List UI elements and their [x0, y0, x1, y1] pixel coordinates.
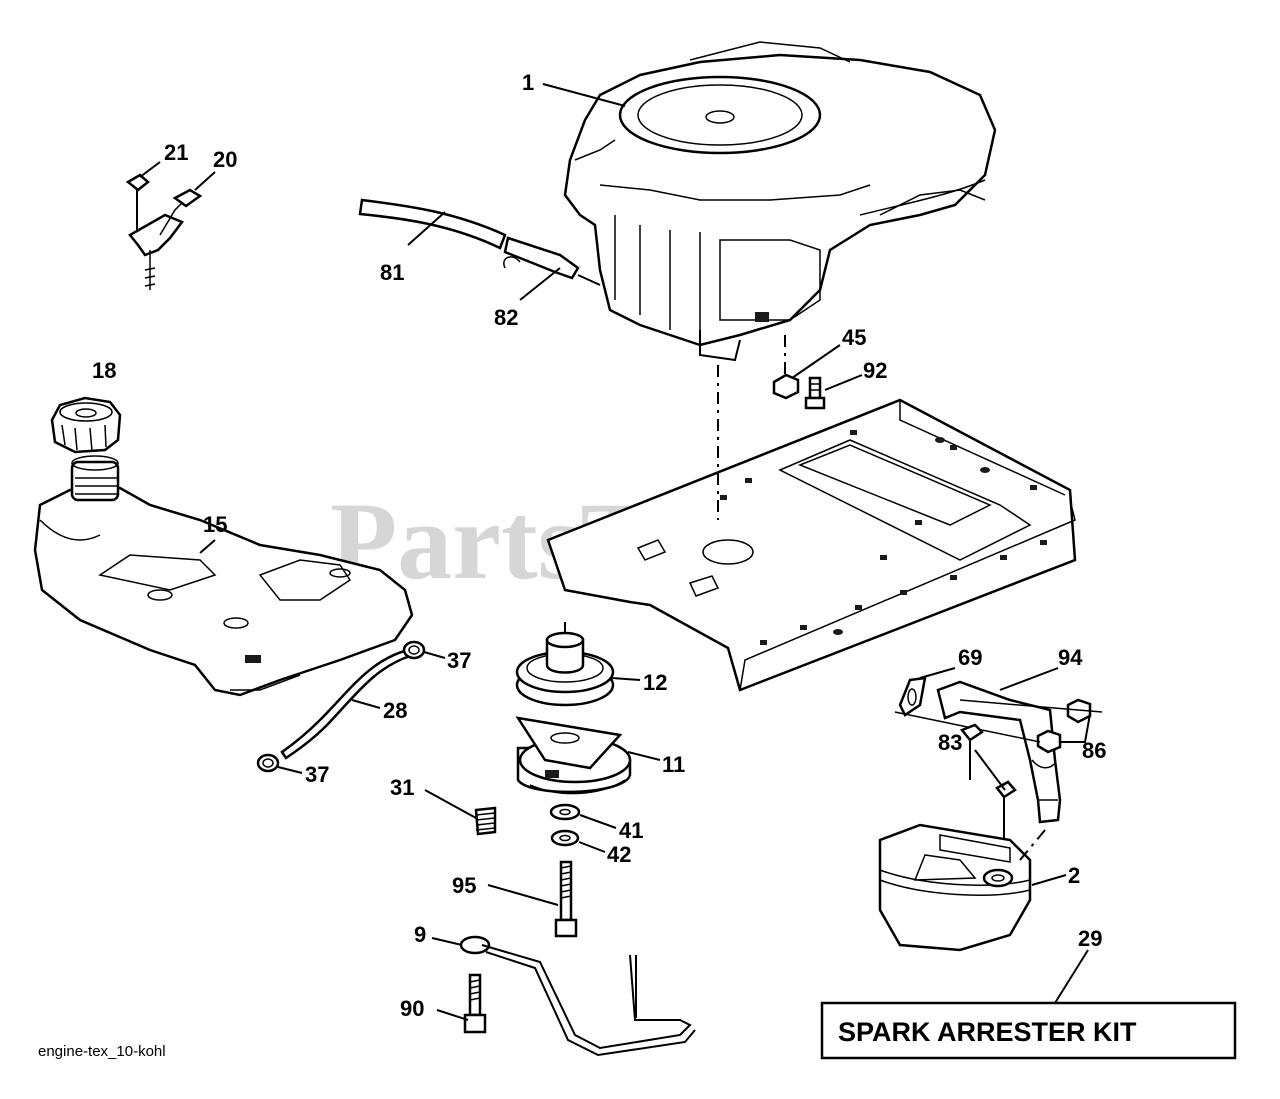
- part-label-9[interactable]: 9: [414, 922, 426, 947]
- washer-41-drawing[interactable]: [549, 803, 581, 821]
- choke-bracket-drawing[interactable]: [125, 173, 203, 290]
- part-label-20[interactable]: 20: [213, 147, 237, 172]
- muffler-drawing[interactable]: [878, 823, 1046, 952]
- exhaust-pipe-drawing[interactable]: [936, 680, 1062, 824]
- leader-83: [974, 749, 1006, 791]
- clutch-bolt-drawing[interactable]: [554, 860, 578, 938]
- fuel-hose-drawing[interactable]: [280, 648, 412, 760]
- part-label-42[interactable]: 42: [607, 842, 631, 867]
- part-label-11[interactable]: 11: [662, 752, 685, 777]
- engine-nut-drawing[interactable]: [772, 373, 800, 400]
- engine-pulley-drawing[interactable]: [515, 631, 615, 707]
- chassis-plate-drawing[interactable]: [546, 398, 1077, 692]
- fuel-cap-drawing[interactable]: [50, 396, 122, 454]
- washer-42-drawing[interactable]: [550, 829, 580, 847]
- part-label-90[interactable]: 90: [400, 996, 424, 1021]
- part-label-37-lower[interactable]: 37: [305, 762, 329, 787]
- leader-37-lower: [277, 766, 303, 774]
- part-label-95[interactable]: 95: [452, 873, 476, 898]
- leader-28: [351, 699, 381, 709]
- spark-arrester-kit-box[interactable]: [820, 1001, 1237, 1060]
- part-label-18[interactable]: 18: [92, 358, 116, 383]
- hose-clamp-lower-drawing[interactable]: [256, 753, 280, 773]
- part-label-81[interactable]: 81: [380, 260, 404, 285]
- part-label-94[interactable]: 94: [1058, 645, 1083, 670]
- leader-82: [519, 267, 561, 301]
- leader-94: [999, 667, 1059, 691]
- leader-41: [579, 814, 617, 829]
- fuel-tank-drawing[interactable]: [33, 455, 414, 697]
- part-label-28[interactable]: 28: [383, 698, 407, 723]
- leader-95: [487, 884, 559, 906]
- part-label-29[interactable]: 29: [1078, 926, 1102, 951]
- support-rod-drawing[interactable]: [459, 935, 696, 1057]
- leader-45: [791, 344, 841, 379]
- muffler-gasket-drawing[interactable]: [898, 676, 927, 717]
- assembly-line-upper: [959, 699, 1103, 713]
- part-label-37-upper[interactable]: 37: [447, 648, 471, 673]
- hose-clamp-upper-drawing[interactable]: [402, 640, 426, 660]
- leader-37-upper: [423, 651, 446, 659]
- leader-29: [1054, 949, 1089, 1004]
- leader-12: [611, 677, 641, 681]
- leader-90: [436, 1009, 469, 1021]
- leader-21: [139, 161, 161, 178]
- part-label-83[interactable]: 83: [938, 730, 962, 755]
- part-label-86[interactable]: 86: [1082, 738, 1106, 763]
- rod-bolt-drawing[interactable]: [463, 973, 487, 1034]
- muffler-screw-right-drawing[interactable]: [995, 780, 1017, 838]
- part-label-69[interactable]: 69: [958, 645, 982, 670]
- leader-2: [1031, 874, 1067, 886]
- leader-69: [919, 667, 956, 679]
- leader-20: [194, 171, 216, 191]
- part-label-31[interactable]: 31: [390, 775, 414, 800]
- part-label-2[interactable]: 2: [1068, 863, 1080, 888]
- part-label-1[interactable]: 1: [522, 70, 534, 95]
- leader-1: [542, 83, 626, 107]
- leader-92: [824, 374, 863, 391]
- engine-drawing[interactable]: [563, 41, 997, 362]
- leader-31: [424, 789, 477, 819]
- part-label-41[interactable]: 41: [619, 818, 643, 843]
- leader-15: [199, 539, 216, 554]
- pto-clutch-drawing[interactable]: [515, 716, 632, 795]
- spring-drawing[interactable]: [474, 806, 497, 836]
- leader-11: [627, 751, 661, 761]
- spark-arrester-kit-label: SPARK ARRESTER KIT: [838, 1017, 1137, 1047]
- leader-81: [407, 211, 446, 246]
- part-label-15[interactable]: 15: [203, 512, 227, 537]
- muffler-screw-left-drawing[interactable]: [959, 723, 984, 780]
- diagram-file-name: engine-tex_10-kohl: [38, 1043, 166, 1060]
- exhaust-nut-lower-drawing[interactable]: [1036, 729, 1062, 754]
- fuel-filter-drawing[interactable]: [503, 236, 601, 286]
- leader-9: [431, 937, 463, 946]
- leader-42: [578, 841, 606, 853]
- part-label-12[interactable]: 12: [643, 670, 667, 695]
- engine-bolt-drawing[interactable]: [804, 376, 826, 410]
- leader-86: [1060, 713, 1091, 743]
- part-label-21[interactable]: 21: [164, 140, 188, 165]
- part-label-45[interactable]: 45: [842, 325, 866, 350]
- part-label-92[interactable]: 92: [863, 358, 887, 383]
- part-label-82[interactable]: 82: [494, 305, 518, 330]
